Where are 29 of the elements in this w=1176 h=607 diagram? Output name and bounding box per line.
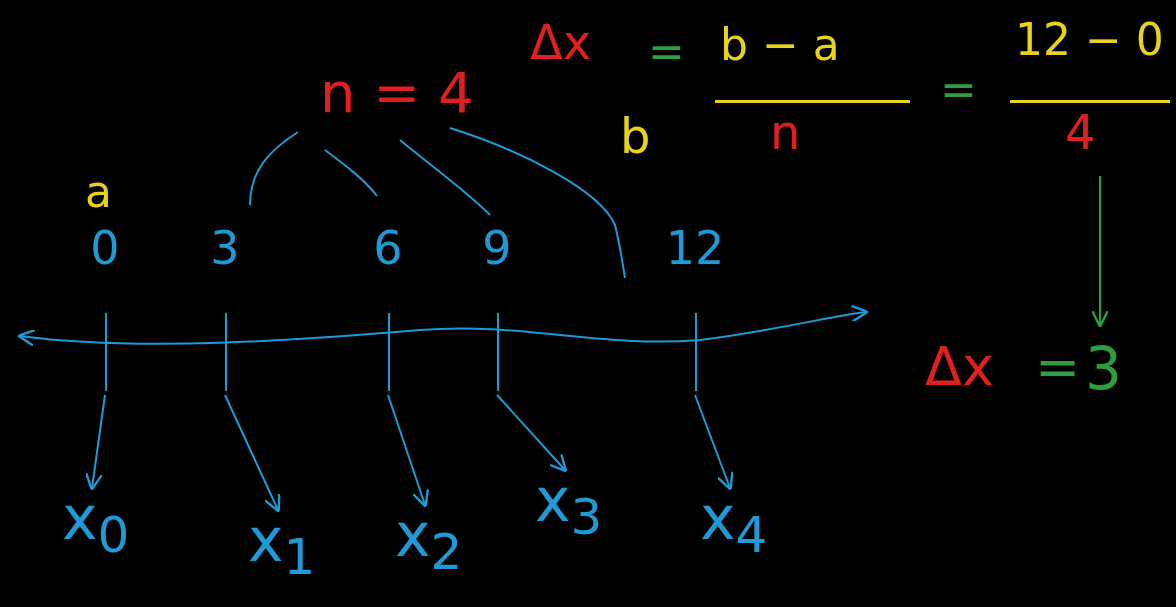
equals-sign: = xyxy=(940,68,977,112)
variable-label: b xyxy=(620,112,651,160)
point-label: x$_{3}$ xyxy=(535,470,603,542)
equals-sign: = xyxy=(1035,340,1081,394)
fraction-numerator: b − a xyxy=(720,23,840,67)
arrow xyxy=(224,394,281,513)
point-label: x$_{1}$ xyxy=(248,510,316,582)
point-label: x$_{0}$ xyxy=(62,488,130,560)
fraction-numerator: 12 − 0 xyxy=(1015,18,1164,62)
tick-value: 6 xyxy=(373,225,403,271)
point-label: x$_{2}$ xyxy=(395,505,463,577)
arrow xyxy=(1090,175,1110,328)
tick-value: 9 xyxy=(482,225,512,271)
delta-x-symbol: Δx xyxy=(530,18,592,66)
arrow xyxy=(496,394,568,473)
tick-value: 3 xyxy=(210,225,240,271)
arrow xyxy=(694,394,734,491)
variable-label: a xyxy=(85,170,112,214)
point-label: x$_{4}$ xyxy=(700,488,768,560)
equals-sign: = xyxy=(648,30,685,74)
tick-value: 0 xyxy=(90,225,120,271)
fraction-denominator: 4 xyxy=(1065,108,1096,156)
delta-x-symbol: Δx xyxy=(925,340,994,394)
equation: n = 4 xyxy=(320,65,474,121)
tick-value: 12 xyxy=(665,225,725,271)
result-value: 3 xyxy=(1085,340,1122,398)
fraction-denominator: n xyxy=(770,108,801,156)
arrow xyxy=(84,394,106,491)
arrow xyxy=(387,394,430,508)
